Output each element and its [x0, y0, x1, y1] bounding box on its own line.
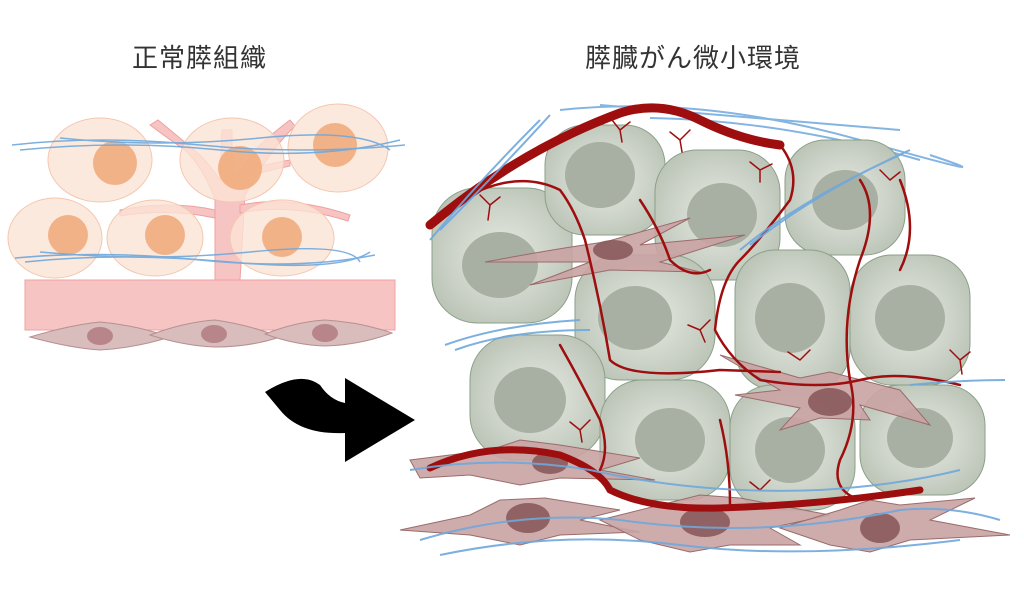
capillary-branches — [479, 119, 971, 491]
normal-tissue-title: 正常膵組織 — [132, 44, 268, 74]
normal-tissue — [7, 103, 406, 351]
normal-fibroblasts — [28, 319, 394, 351]
tumor-vessels — [425, 103, 971, 512]
acinar-cells — [7, 103, 389, 279]
collagen-fibers — [409, 114, 1006, 556]
fibroblasts — [399, 217, 1011, 553]
transition-arrow-icon — [265, 378, 415, 462]
normal-collagen — [11, 134, 406, 267]
tumor-nuclei — [462, 142, 953, 483]
tumor-microenvironment — [399, 103, 1011, 556]
tumor-microenvironment-title: 膵臓がん微小環境 — [585, 44, 802, 74]
